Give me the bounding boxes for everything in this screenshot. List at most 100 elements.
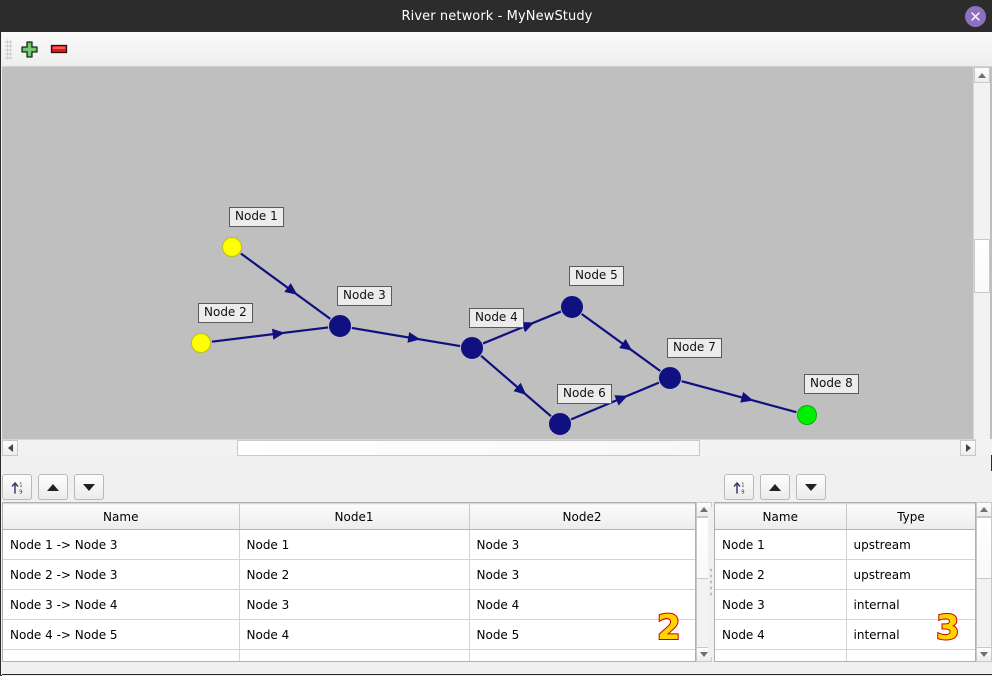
graph-edge[interactable]: [480, 355, 552, 417]
table-cell[interactable]: Node 3: [469, 559, 695, 590]
svg-text:1: 1: [19, 482, 22, 488]
column-header[interactable]: Node1: [239, 503, 470, 530]
nodes-table-vertical-scrollbar[interactable]: [976, 502, 992, 662]
table-cell[interactable]: internal: [846, 589, 975, 620]
column-header[interactable]: Name: [715, 503, 847, 530]
table-cell[interactable]: Node 2: [239, 559, 470, 590]
table-cell[interactable]: Node 3: [469, 529, 695, 560]
close-icon[interactable]: [965, 6, 986, 27]
annotation-marker-2: 2: [656, 608, 682, 648]
sort-ascending-button[interactable]: 1 9: [2, 474, 32, 500]
links-move-up-button[interactable]: [38, 474, 68, 500]
graph-edge[interactable]: [351, 326, 461, 348]
table-cell[interactable]: Node 4 -> Node 5: [3, 619, 240, 650]
table-cell[interactable]: Node 4: [239, 619, 470, 650]
delete-node-button[interactable]: [46, 36, 72, 62]
table-cell[interactable]: Node 1: [715, 529, 847, 560]
nodes-scroll-up-button[interactable]: [976, 502, 992, 517]
arrow-down-icon: [980, 652, 988, 657]
table-cell[interactable]: Node 3: [715, 589, 847, 620]
table-row[interactable]: [3, 649, 695, 661]
graph-node-label[interactable]: Node 8: [804, 374, 859, 394]
graph-edge[interactable]: [240, 252, 331, 320]
table-cell[interactable]: Node 4: [469, 589, 695, 620]
table-cell[interactable]: Node 1: [239, 529, 470, 560]
scroll-left-button[interactable]: [2, 440, 18, 456]
table-cell[interactable]: Node 2: [715, 559, 847, 590]
table-cell[interactable]: internal: [846, 619, 975, 650]
scroll-up-button[interactable]: [974, 67, 990, 83]
table-cell[interactable]: upstream: [846, 559, 975, 590]
graph-node[interactable]: [329, 315, 351, 337]
graph-hscroll-thumb[interactable]: [237, 440, 700, 456]
column-header[interactable]: Name: [3, 503, 240, 530]
nodes-move-up-button[interactable]: [760, 474, 790, 500]
nodes-move-down-button[interactable]: [796, 474, 826, 500]
nodes-sort-ascending-button[interactable]: 1 9: [724, 474, 754, 500]
red-minus-icon: [50, 44, 67, 54]
graph-node[interactable]: [549, 413, 571, 435]
graph-node[interactable]: [461, 337, 483, 359]
title-bar: River network - MyNewStudy: [1, 1, 992, 32]
column-header[interactable]: Type: [846, 503, 975, 530]
table-cell[interactable]: [715, 649, 847, 661]
graph-horizontal-scrollbar[interactable]: [2, 439, 976, 456]
graph-vertical-scrollbar[interactable]: [973, 67, 990, 455]
network-graph-canvas[interactable]: Node 1 Node 2 Node 3 Node 4 Node 5 Node 6 Node…: [2, 67, 992, 455]
graph-node-label[interactable]: Node 7: [667, 338, 722, 358]
graph-edge[interactable]: [570, 381, 660, 421]
graph-node[interactable]: [191, 333, 211, 353]
table-cell[interactable]: upstream: [846, 529, 975, 560]
table-cell[interactable]: [469, 649, 695, 661]
graph-edge[interactable]: [681, 380, 797, 414]
column-header[interactable]: Node2: [469, 503, 695, 530]
scroll-right-button[interactable]: [960, 440, 976, 456]
vertical-splitter[interactable]: [708, 507, 714, 657]
add-node-button[interactable]: [16, 36, 42, 62]
links-move-down-button[interactable]: [74, 474, 104, 500]
graph-edge[interactable]: [581, 313, 661, 372]
table-cell[interactable]: [846, 649, 975, 661]
table-cell[interactable]: [3, 649, 240, 661]
toolbar-grip[interactable]: [5, 39, 12, 59]
graph-node[interactable]: [797, 405, 817, 425]
table-row[interactable]: [715, 649, 975, 661]
graph-node-label[interactable]: Node 3: [337, 286, 392, 306]
graph-node-label[interactable]: Node 5: [569, 266, 624, 286]
graph-node[interactable]: [222, 237, 242, 257]
nodes-scroll-down-button[interactable]: [976, 647, 992, 662]
table-cell[interactable]: Node 5: [469, 619, 695, 650]
graph-node-label[interactable]: Node 4: [469, 308, 524, 328]
graph-node[interactable]: [659, 367, 681, 389]
graph-edge-arrow-icon: [614, 395, 628, 406]
graph-edge[interactable]: [211, 326, 329, 343]
table-cell[interactable]: [239, 649, 470, 661]
table-cell[interactable]: Node 3 -> Node 4: [3, 589, 240, 620]
nodes-vscroll-thumb[interactable]: [976, 517, 992, 579]
table-cell[interactable]: Node 3: [239, 589, 470, 620]
table-cell[interactable]: Node 1 -> Node 3: [3, 529, 240, 560]
graph-vscroll-thumb[interactable]: [974, 239, 990, 293]
graph-node-label[interactable]: Node 6: [557, 384, 612, 404]
table-cell[interactable]: Node 2 -> Node 3: [3, 559, 240, 590]
graph-node-label[interactable]: Node 1: [229, 207, 284, 227]
svg-text:9: 9: [741, 489, 744, 495]
graph-node[interactable]: [561, 296, 583, 318]
graph-node-label[interactable]: Node 2: [198, 303, 253, 323]
table-cell[interactable]: Node 4: [715, 619, 847, 650]
